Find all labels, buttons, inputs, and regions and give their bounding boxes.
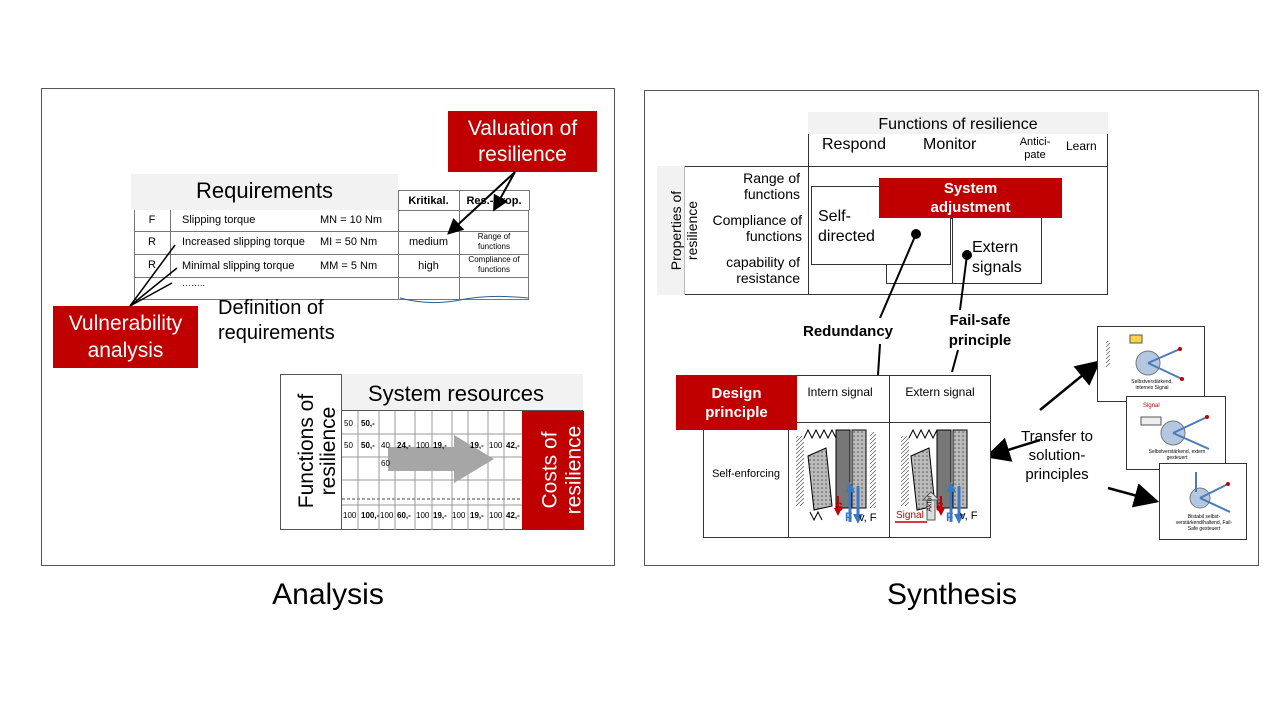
- resource-cell: 24,-: [397, 441, 411, 450]
- mechanism-extern-sketch: [895, 428, 968, 524]
- fail-safe-label: Fail-safe principle: [948, 312, 1012, 349]
- valuation-of-resilience-box: Valuation of resilience: [448, 111, 597, 172]
- resource-cell: 100: [380, 511, 394, 520]
- design-principle-box: Design principle: [676, 375, 797, 430]
- resource-cell: 100: [452, 511, 466, 520]
- solution-sketch-icon: [1189, 472, 1231, 513]
- resource-cell: 100: [416, 511, 430, 520]
- row-type: R: [148, 259, 156, 271]
- row-desc: Slipping torque: [182, 214, 256, 226]
- system-adjustment-box: System adjustment: [879, 178, 1062, 218]
- resource-cell: 50,-: [361, 419, 375, 428]
- mechanism-intern-sketch: [796, 428, 876, 524]
- property-capability: capability of resistance: [726, 254, 800, 286]
- function-anticipate: Antici-pate: [1019, 136, 1051, 161]
- resource-cell: 100: [343, 511, 357, 520]
- vulnerability-label: Vulnerability analysis: [68, 312, 183, 362]
- arrow-right-icon: [388, 435, 494, 483]
- resource-cell: 100: [489, 441, 503, 450]
- extern-signals-label: Extern signals: [972, 239, 1022, 276]
- row-prop: Range of functions: [477, 232, 511, 251]
- thumb-caption: Selbstverstärkend, internes Signal: [1131, 379, 1173, 391]
- transfer-label: Transfer to solution-principles: [1021, 428, 1093, 483]
- resource-cell: 100: [489, 511, 503, 520]
- resource-cell: 100,-: [361, 511, 380, 520]
- functions-header: Functions of resilience: [878, 116, 1038, 133]
- mech-s-label: S: [835, 500, 844, 514]
- row-prop: Compliance of functions: [468, 255, 520, 274]
- costs-of-resilience-box: [522, 411, 584, 530]
- self-directed-label: Self-directed: [818, 208, 875, 245]
- intern-signal-label: Intern signal: [807, 385, 873, 399]
- mech-aktor-label: Aktor: [926, 495, 934, 512]
- function-monitor: Monitor: [923, 136, 977, 153]
- function-learn: Learn: [1066, 139, 1097, 153]
- system-adjustment-label: System adjustment: [930, 180, 1011, 216]
- analysis-caption: Analysis: [272, 578, 384, 611]
- design-principle-label: Design principle: [705, 384, 768, 421]
- solution-thumbnail: Selbstverstärkend, internes Signal: [1097, 326, 1205, 402]
- resource-cell: 42,-: [506, 441, 520, 450]
- solution-sketch-icon: [1106, 334, 1184, 381]
- resource-cell: 50,-: [361, 441, 375, 450]
- system-resources-title: System resources: [367, 381, 545, 406]
- mech-f-label: F: [845, 510, 853, 524]
- requirements-table: [134, 210, 529, 300]
- resource-cell: 40: [381, 441, 390, 450]
- resource-cell: 100: [416, 441, 430, 450]
- row-value: MN = 10 Nm: [320, 214, 383, 226]
- mech-f-label: F: [946, 510, 954, 524]
- solution-thumbnail: Bistabil selbst-verstärkend/haltend, Fai…: [1159, 463, 1247, 540]
- function-respond: Respond: [822, 136, 887, 153]
- resource-cell: 19,-: [470, 441, 484, 450]
- row-value: MM = 5 Nm: [320, 260, 378, 272]
- mech-vf-label: v, F: [960, 510, 978, 522]
- mech-vf-label: v, F: [859, 512, 877, 524]
- resource-cell: 50: [344, 419, 353, 428]
- mech-signal-label: Signal: [896, 510, 924, 521]
- resource-cell: 19,-: [433, 441, 447, 450]
- resource-cell: 42,-: [506, 511, 520, 520]
- resource-cell: 19,-: [433, 511, 447, 520]
- redundancy-label: Redundancy: [803, 323, 894, 340]
- analysis-connectors: [129, 171, 529, 307]
- synthesis-connectors: [877, 229, 1160, 508]
- thumb-caption: Bistabil selbst-verstärkend/haltend, Fai…: [1175, 514, 1233, 532]
- property-range: Range of functions: [743, 170, 800, 202]
- solution-sketch-icon: [1140, 415, 1210, 450]
- resource-cell: 50: [344, 441, 353, 450]
- requirements-title: Requirements: [196, 178, 333, 203]
- definition-of-requirements: Definition of requirements: [218, 297, 335, 344]
- valuation-label: Valuation of resilience: [467, 116, 578, 166]
- thumb-caption: Selbstverstärkend, extern gesteuert: [1148, 449, 1206, 461]
- mech-s-label: S: [936, 500, 945, 514]
- thumb-label: Signal: [1143, 403, 1160, 409]
- extern-signals-box: [952, 212, 1042, 284]
- col-kritikal-header: Kritikal.: [408, 195, 449, 207]
- row-krit: high: [418, 260, 439, 272]
- row-value: MI = 50 Nm: [320, 236, 378, 248]
- vulnerability-analysis-box: Vulnerability analysis: [53, 306, 198, 368]
- row-krit: medium: [408, 236, 449, 248]
- row-desc: Minimal slipping torque: [182, 260, 295, 272]
- row-type: F: [148, 214, 156, 226]
- row-type: R: [148, 236, 156, 248]
- property-compliance: Compliance of functions: [712, 212, 803, 244]
- resource-cell: 19,-: [470, 511, 484, 520]
- resource-cell: 60: [381, 459, 390, 468]
- synthesis-caption: Synthesis: [886, 578, 1018, 611]
- table-ellipsis: ……..: [182, 278, 206, 288]
- extern-signal-label: Extern signal: [905, 385, 975, 399]
- requirements-header-bg: [131, 174, 398, 210]
- self-enforcing-label: Self-enforcing: [712, 468, 780, 480]
- row-desc: Increased slipping torque: [182, 236, 305, 248]
- solution-thumbnail: Signal Selbstverstärkend, extern gesteue…: [1126, 396, 1226, 470]
- resource-cell: 60,-: [397, 511, 411, 520]
